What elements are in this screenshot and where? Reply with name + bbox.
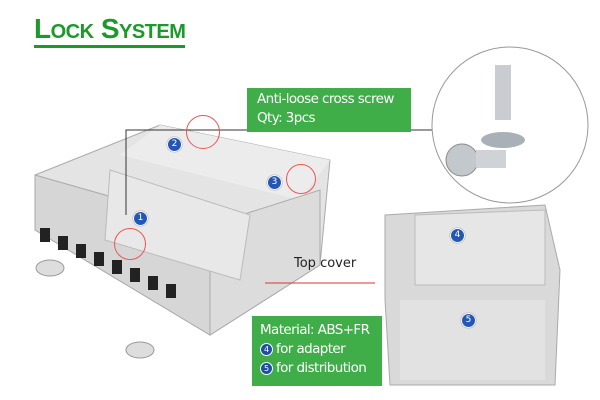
distribution-box-image (34, 124, 331, 359)
item-text: for adapter (276, 341, 346, 357)
screw-marker-1 (114, 228, 146, 260)
screw-callout: Anti-loose cross screw Qty: 3pcs (247, 88, 411, 132)
badge-5: 5 (461, 313, 476, 328)
badge-3: 3 (267, 175, 282, 190)
screw-closeup-image (431, 46, 589, 204)
number-badge: 5 (260, 362, 273, 375)
number-badge: 4 (260, 343, 273, 356)
item-text: for distribution (276, 360, 367, 376)
callout-line-1: Anti-loose cross screw (257, 91, 394, 107)
badge-4: 4 (450, 228, 465, 243)
screw-marker-3 (286, 164, 316, 194)
badge-2: 2 (167, 137, 182, 152)
material-line: Material: ABS+FR (260, 322, 370, 338)
callout-line-2: Qty: 3pcs (257, 110, 316, 126)
top-cover-image (384, 204, 561, 386)
top-cover-label: Top cover (294, 256, 357, 271)
screw-marker-2 (186, 115, 220, 149)
badge-1: 1 (133, 211, 148, 226)
page-title: Lock System (34, 14, 186, 48)
